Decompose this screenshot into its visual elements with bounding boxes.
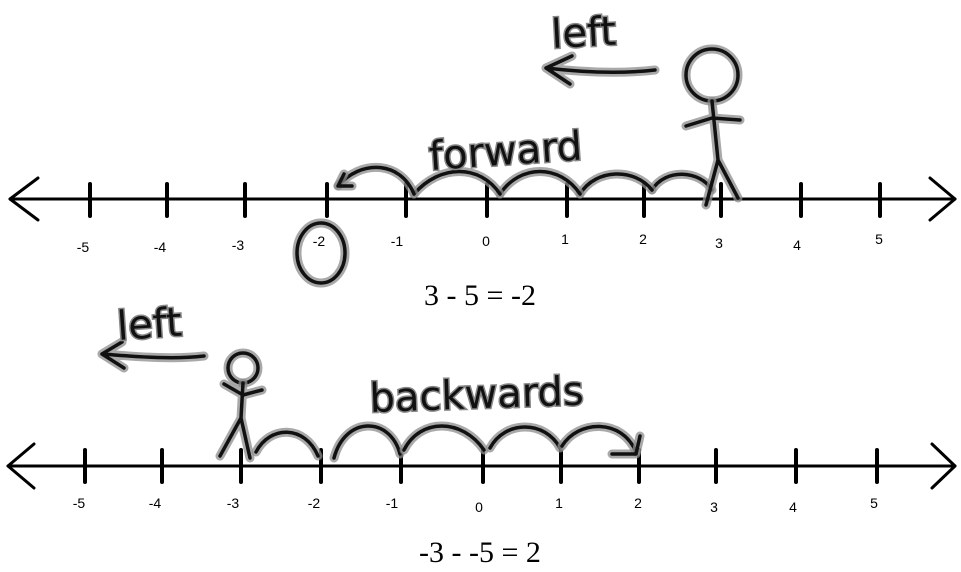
bottom-left-arrowhead (6, 442, 36, 490)
bottom-tick-labels: -5 -4 -3 -2 -1 0 1 2 3 4 5 (73, 495, 878, 515)
top-left-arrowhead (8, 176, 40, 222)
bottom-tick-label: -4 (149, 495, 162, 511)
bottom-tick-label: 1 (555, 495, 563, 511)
bottom-equation: -3 - -5 = 2 (419, 536, 541, 569)
top-tick-label: -3 (232, 237, 245, 253)
bottom-stick-figure (215, 348, 267, 463)
top-answer-circle (292, 218, 350, 288)
top-tick-label: -5 (77, 239, 90, 255)
bottom-number-line-group: -5 -4 -3 -2 -1 0 1 2 3 4 5 (6, 298, 957, 569)
top-tick-label: 1 (561, 231, 569, 247)
bottom-left-annotation: left (115, 300, 183, 350)
bottom-tick-label: 5 (870, 495, 878, 511)
bottom-jump-arcs (251, 421, 645, 463)
top-tick-label: -4 (154, 239, 167, 255)
top-stick-figure (681, 44, 745, 210)
bottom-tick-label: 0 (475, 499, 483, 515)
bottom-left-arrow-icon (97, 337, 209, 373)
top-left-arrow-icon (541, 51, 660, 89)
bottom-tick-label: -2 (308, 495, 321, 511)
bottom-right-arrowhead (930, 442, 957, 490)
top-tick-labels: -5 -4 -3 -2 -1 0 1 2 3 4 5 (77, 231, 883, 255)
top-left-annotation: left (550, 9, 617, 58)
top-tick-label: -1 (391, 233, 404, 249)
top-equation: 3 - 5 = -2 (424, 279, 536, 312)
top-tick-label: 0 (482, 233, 490, 249)
top-jump-arcs (333, 162, 717, 199)
bottom-motion-annotation: backwards (369, 369, 585, 422)
top-ticks (88, 182, 882, 218)
bottom-tick-label: -3 (227, 495, 240, 511)
top-tick-label: 4 (793, 237, 801, 253)
bottom-tick-label: 3 (710, 499, 718, 515)
bottom-tick-label: -1 (386, 495, 399, 511)
top-tick-label: -2 (313, 233, 326, 249)
bottom-tick-label: 4 (789, 499, 797, 515)
top-tick-label: 2 (639, 231, 647, 247)
bottom-tick-label: -5 (73, 495, 86, 511)
top-number-line-group: -5 -4 -3 -2 -1 0 1 2 3 4 5 (8, 7, 957, 312)
top-right-arrowhead (928, 176, 957, 222)
top-tick-label: 5 (875, 231, 883, 247)
bottom-tick-label: 2 (634, 495, 642, 511)
top-tick-label: 3 (715, 235, 723, 251)
top-motion-annotation: forward (427, 123, 583, 180)
